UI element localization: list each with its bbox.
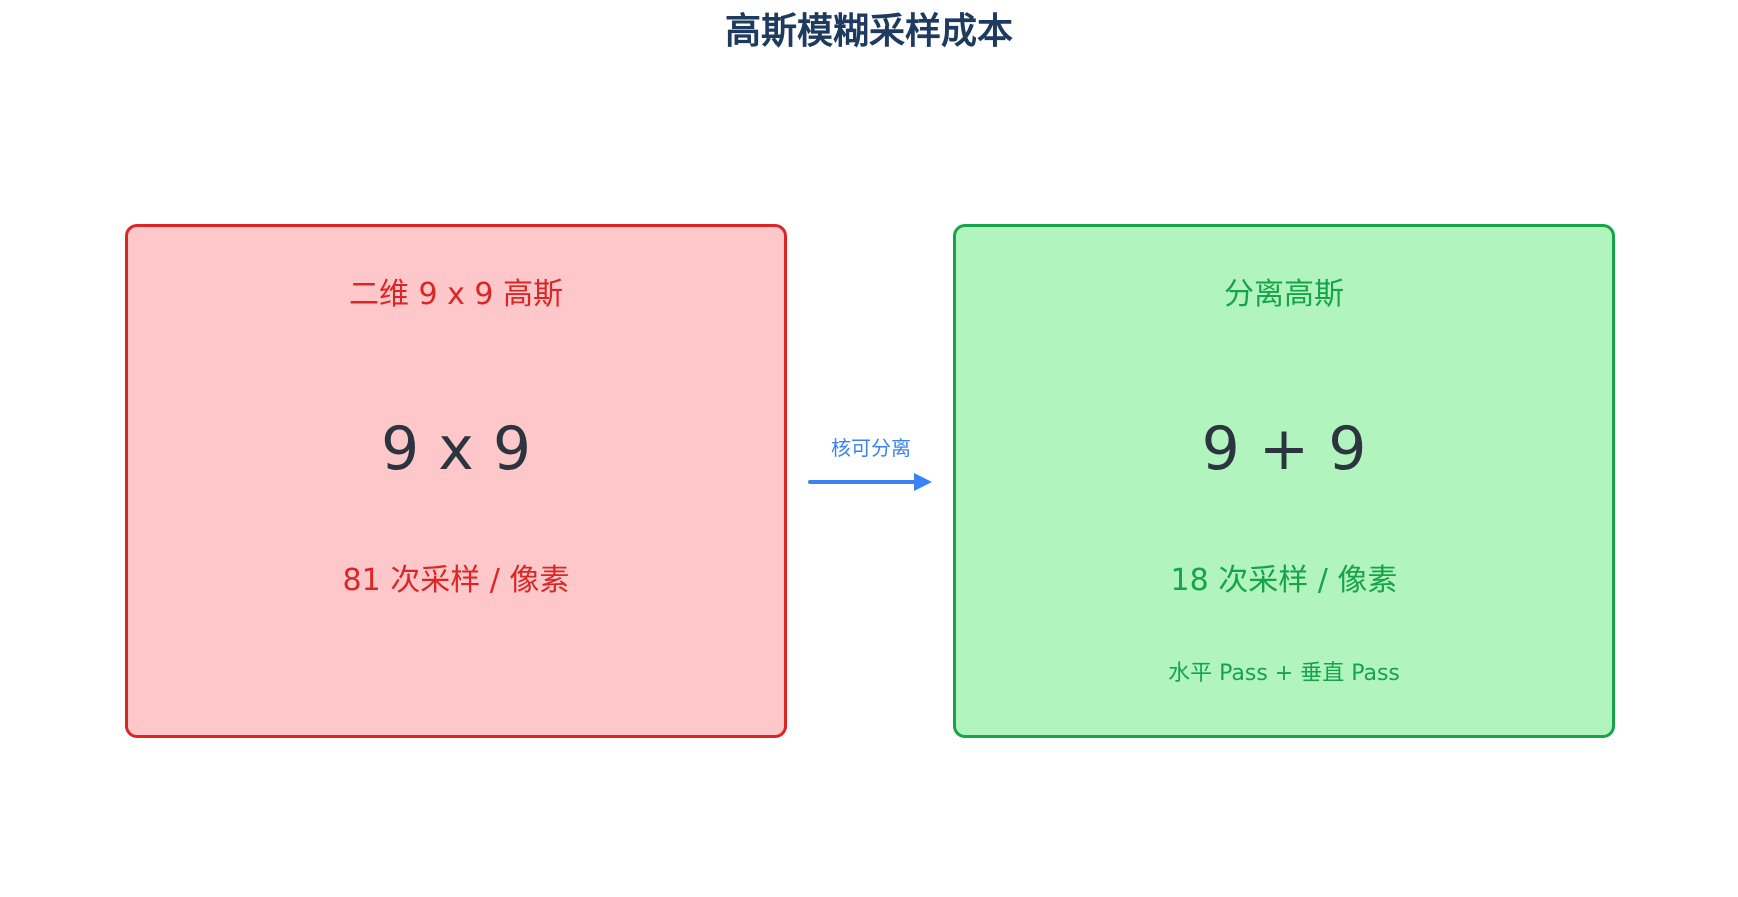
arrow-label: 核可分离 bbox=[831, 436, 911, 460]
diagram-title: 高斯模糊采样成本 bbox=[724, 11, 1013, 52]
separable-gaussian-formula: 9 + 9 bbox=[1201, 414, 1367, 484]
2d-gaussian-heading: 二维 9 x 9 高斯 bbox=[348, 277, 564, 312]
right-arrow-icon bbox=[808, 473, 932, 491]
2d-gaussian-formula: 9 x 9 bbox=[381, 414, 531, 484]
separable-gaussian-heading: 分离高斯 bbox=[1224, 277, 1344, 312]
2d-gaussian-samples: 81 次采样 / 像素 bbox=[342, 563, 570, 598]
separable-gaussian-box: 分离高斯 9 + 9 18 次采样 / 像素 水平 Pass + 垂直 Pass bbox=[953, 224, 1615, 738]
separable-gaussian-note: 水平 Pass + 垂直 Pass bbox=[1168, 661, 1400, 686]
2d-gaussian-box: 二维 9 x 9 高斯 9 x 9 81 次采样 / 像素 bbox=[125, 224, 787, 738]
separable-gaussian-samples: 18 次采样 / 像素 bbox=[1170, 563, 1398, 598]
